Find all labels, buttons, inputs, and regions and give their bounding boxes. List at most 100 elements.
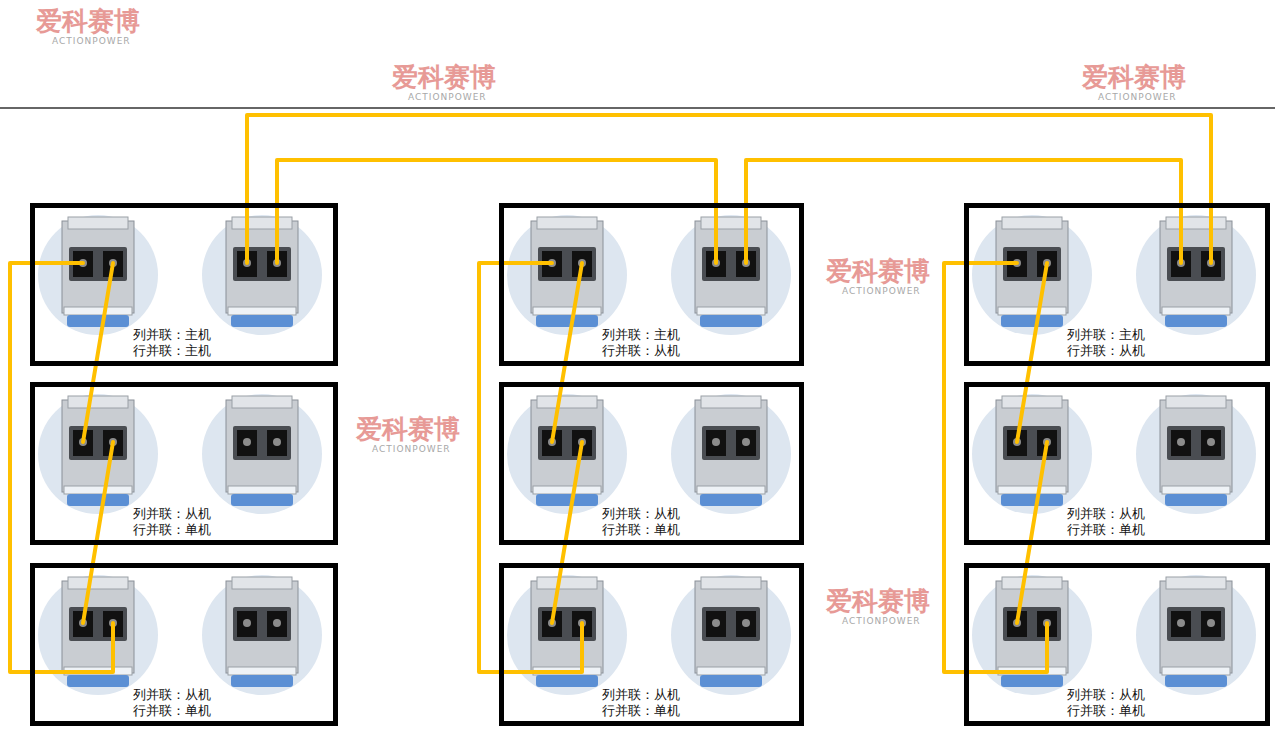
port-cavity [538, 607, 596, 641]
sfp-body [996, 221, 1068, 313]
mode-text-group: 列并联：主机行并联：主机 [133, 327, 211, 359]
sfp-transceiver [38, 394, 158, 514]
sfp-bail [1162, 486, 1230, 494]
port-cavity [1167, 607, 1225, 641]
port-cavity [69, 426, 127, 460]
mode-text-group: 列并联：主机行并联：从机 [602, 327, 680, 359]
mode-label: 行并联：单机 [1067, 522, 1145, 538]
fiber-port [736, 430, 756, 456]
fiber-port [1201, 430, 1221, 456]
sfp-latch [701, 577, 761, 589]
port-cavity [1167, 247, 1225, 281]
mode-label: 行并联：主机 [133, 343, 211, 359]
sfp-transceiver [202, 394, 322, 514]
fiber-port [237, 430, 257, 456]
ferrule [273, 438, 281, 446]
backdrop-circle [972, 394, 1092, 514]
pull-tab [536, 675, 598, 687]
backdrop-circle [972, 575, 1092, 695]
sfp-transceiver [972, 215, 1092, 335]
watermark: 爱科赛博 [1082, 62, 1186, 92]
sfp-transceiver [202, 215, 322, 335]
port-cavity [1167, 426, 1225, 460]
sfp-bail [1162, 307, 1230, 315]
sfp-latch [537, 396, 597, 408]
sfp-transceiver [1136, 575, 1256, 695]
fiber-cable [552, 263, 582, 442]
mode-label: 行并联：单机 [133, 522, 211, 538]
backdrop-circle [972, 215, 1092, 335]
mode-text-group: 列并联：从机行并联：单机 [1067, 687, 1145, 719]
fiber-cable [277, 160, 716, 263]
pull-tab [1165, 315, 1227, 327]
mode-text-group: 列并联：从机行并联：单机 [602, 506, 680, 538]
port-cavity [233, 426, 291, 460]
fiber-port [237, 611, 257, 637]
sfp-bail [533, 486, 601, 494]
sfp-body [226, 581, 298, 673]
sfp-body [695, 400, 767, 492]
mode-label: 行并联：单机 [1067, 703, 1145, 719]
sfp-bail [998, 307, 1066, 315]
mode-label: 列并联：从机 [1067, 687, 1145, 703]
pull-tab [536, 494, 598, 506]
ferrule [243, 619, 251, 627]
ferrule [742, 438, 750, 446]
sfp-bail [228, 667, 296, 675]
backdrop-circle [1136, 215, 1256, 335]
sfp-transceiver [38, 215, 158, 335]
module-box: 列并联：从机行并联：单机 [964, 382, 1270, 545]
module-box: 列并联：主机行并联：主机 [30, 203, 338, 366]
fiber-cable [83, 263, 113, 442]
backdrop-circle [1136, 394, 1256, 514]
mode-label: 行并联：单机 [602, 703, 680, 719]
ferrule [1207, 619, 1215, 627]
pull-tab [700, 315, 762, 327]
mode-label: 列并联：从机 [602, 506, 680, 522]
pull-tab [1165, 494, 1227, 506]
backdrop-circle [507, 215, 627, 335]
backdrop-circle [202, 394, 322, 514]
sfp-body [996, 581, 1068, 673]
sfp-latch [537, 217, 597, 229]
pull-tab [700, 675, 762, 687]
backdrop-circle [671, 215, 791, 335]
transceiver-group [38, 215, 1256, 695]
watermark: ACTIONPOWER [842, 286, 921, 297]
sfp-bail [228, 307, 296, 315]
port-cavity [1003, 426, 1061, 460]
sfp-bail [697, 486, 765, 494]
fiber-cable [1017, 442, 1047, 623]
mode-text-group: 列并联：主机行并联：从机 [1067, 327, 1145, 359]
ferrule [243, 438, 251, 446]
fiber-port [267, 611, 287, 637]
fiber-port [1171, 430, 1191, 456]
sfp-body [62, 400, 134, 492]
sfp-body [1160, 581, 1232, 673]
port-cavity [233, 247, 291, 281]
sfp-body [226, 400, 298, 492]
watermark: 爱科赛博 [826, 256, 930, 286]
module-box: 列并联：从机行并联：单机 [499, 382, 804, 545]
fiber-port [1171, 611, 1191, 637]
fiber-port [736, 611, 756, 637]
ferrule [1177, 619, 1185, 627]
fiber-cable [10, 263, 113, 672]
pull-tab [1165, 675, 1227, 687]
fiber-cable [944, 263, 1047, 672]
sfp-body [996, 400, 1068, 492]
sfp-transceiver [38, 575, 158, 695]
sfp-bail [64, 486, 132, 494]
backdrop-circle [671, 394, 791, 514]
module-box: 列并联：从机行并联：单机 [499, 563, 804, 726]
sfp-transceiver [202, 575, 322, 695]
sfp-bail [64, 307, 132, 315]
fiber-cable [1017, 263, 1047, 442]
port-cavity [1003, 607, 1061, 641]
watermark: ACTIONPOWER [1098, 92, 1177, 103]
sfp-body [531, 400, 603, 492]
fiber-port [1201, 611, 1221, 637]
sfp-body [1160, 221, 1232, 313]
sfp-transceiver [671, 394, 791, 514]
port-cavity [702, 607, 760, 641]
